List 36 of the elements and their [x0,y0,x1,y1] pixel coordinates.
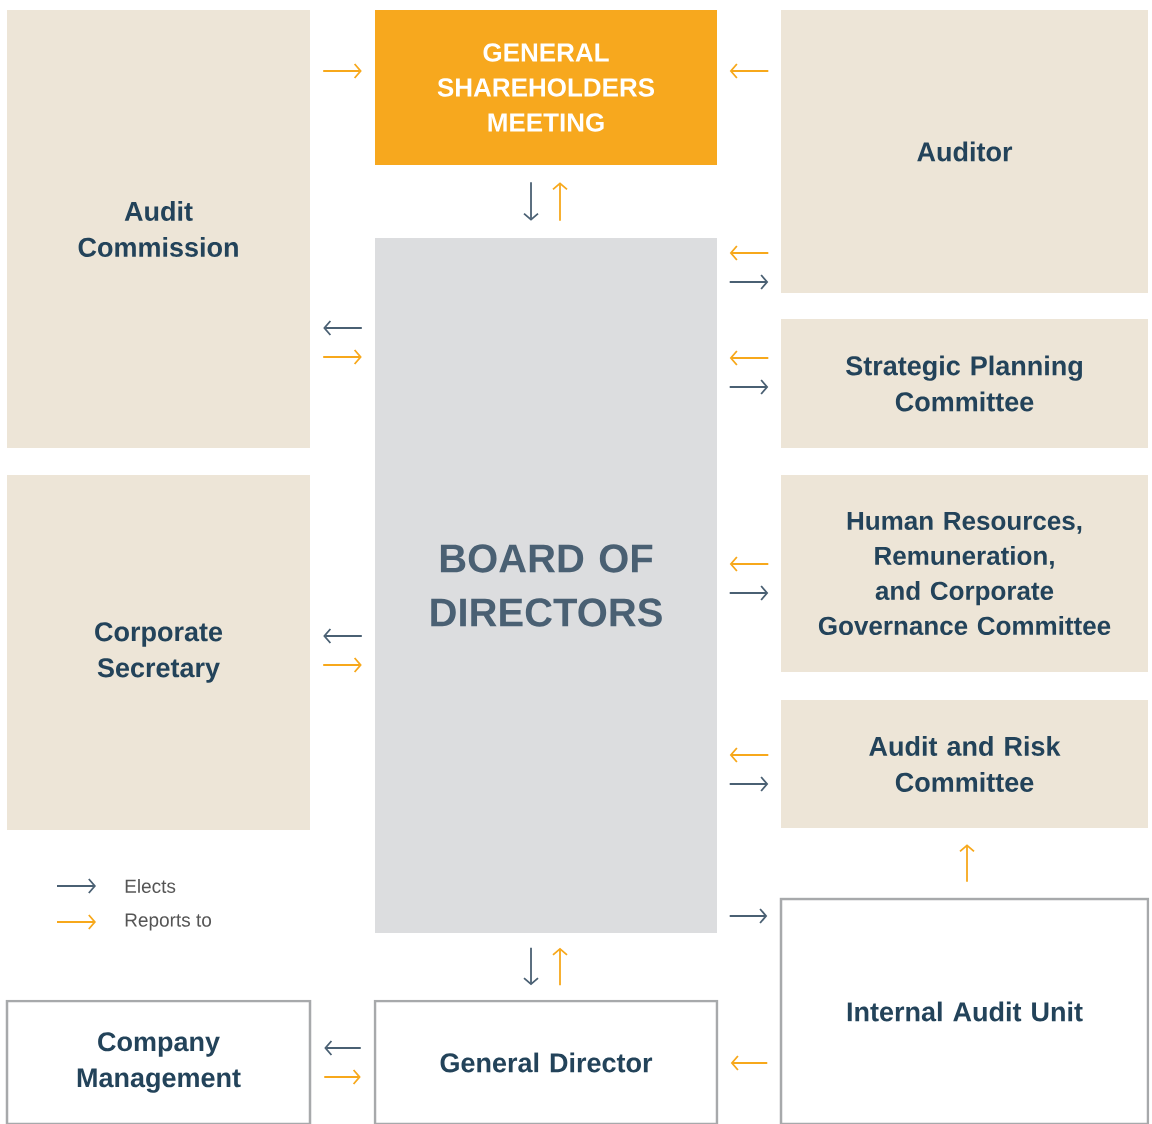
unit-box: Company Management [5,999,312,1124]
arrow [728,274,769,290]
arrow [730,1055,769,1071]
arrow [728,379,769,395]
committee-box: Audit and Risk Committee [781,700,1148,828]
arrow [729,747,770,763]
committee-box: Human Resources, Remuneration, and Corporate Governance Committee [781,475,1148,672]
arrow [322,657,362,673]
board-box: BOARD OF DIRECTORS [375,238,717,933]
arrow [729,556,770,572]
arrow [552,182,568,222]
committee-box: Corporate Secretary [7,475,310,830]
arrow [323,1069,361,1085]
arrow [729,350,770,366]
arrow [324,1040,362,1056]
arrow [322,63,362,79]
arrow [728,585,769,601]
unit-box: Internal Audit Unit [779,897,1150,1124]
arrow [729,63,770,79]
arrow [728,908,768,924]
committee-box: Strategic Planning Committee [781,319,1148,448]
arrow [322,349,362,365]
legend-label: Reports to [125,913,212,931]
unit-box: General Director [373,999,719,1124]
arrow [729,245,770,261]
meeting-box: GENERAL SHAREHOLDERS MEETING [375,10,717,165]
arrow [523,946,539,986]
committee-box: Audit Commission [7,10,310,448]
legend-label: Elects [125,879,176,893]
arrow [959,844,975,883]
arrow [552,947,568,987]
arrow [523,181,539,221]
committee-box: Auditor [781,10,1148,293]
arrow [323,628,363,644]
arrow [323,320,363,336]
arrow [728,776,769,792]
